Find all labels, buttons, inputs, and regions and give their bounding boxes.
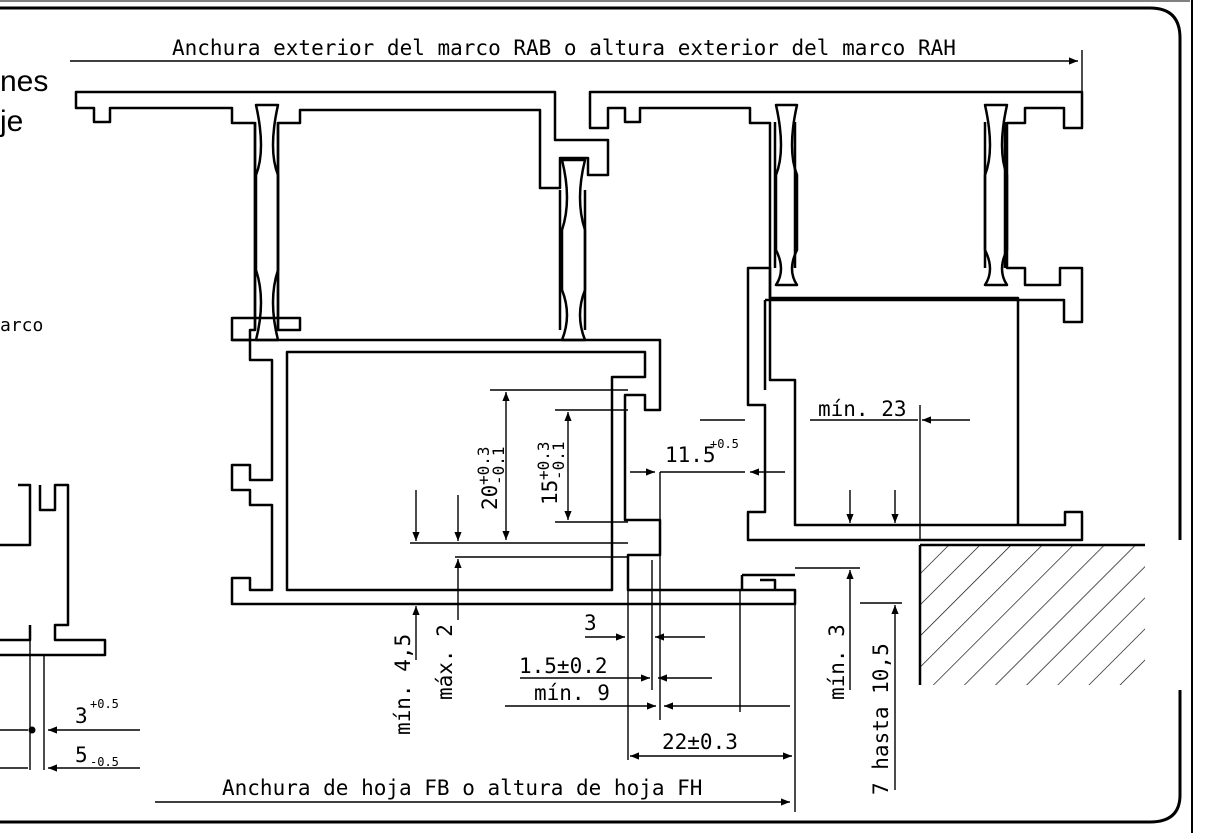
frame-profile-left	[74, 90, 610, 342]
frame-profile-outlines	[0, 90, 1084, 657]
label-7-10-5: 7 hasta 10,5	[869, 643, 893, 795]
frame-profile-right	[588, 90, 1084, 324]
label-min-4-5: mín. 4,5	[391, 634, 415, 735]
frame-profile-left-inner	[253, 122, 587, 330]
insulating-bar-4	[983, 103, 1009, 287]
right-sash-rebate	[763, 298, 1020, 525]
right-sash-profile	[746, 266, 1084, 542]
label-3: 3	[584, 611, 597, 635]
insulating-bar-2	[560, 158, 587, 342]
insulating-bar-1	[254, 103, 280, 342]
reference-point	[28, 726, 36, 734]
label-1-5: 1.5±0.2	[519, 654, 608, 678]
label-11-5-tol: +0.5	[710, 437, 739, 451]
sash-gasket-slot	[740, 573, 795, 590]
label-11-5: 11.5	[665, 443, 716, 467]
label-left-5: 5	[75, 743, 88, 767]
label-20-tol-dn: -0.1	[489, 446, 508, 485]
label-bottom-width: Anchura de hoja FB o altura de hoja FH	[222, 776, 702, 800]
dimension-lines	[0, 50, 1083, 812]
label-min-9: mín. 9	[534, 681, 610, 705]
header-fragment-2: je	[0, 105, 23, 138]
header-fragment-1: nes	[0, 65, 48, 98]
label-15-tol-up: +0.3	[534, 441, 553, 480]
wall-hatch	[920, 545, 1145, 685]
label-22: 22±0.3	[662, 730, 738, 754]
label-15-tol-dn: -0.1	[549, 441, 568, 480]
label-left-3-tol: +0.5	[90, 697, 119, 711]
label-20-tol-up: +0.3	[474, 446, 493, 485]
sash-profile	[230, 338, 797, 606]
drawing-frame	[0, 6, 1182, 824]
label-20: 20	[478, 485, 502, 510]
label-min-3: mín. 3	[825, 624, 849, 700]
label-left-5-tol: -0.5	[90, 755, 119, 769]
label-left-3: 3	[75, 704, 88, 728]
label-min-23: mín. 23	[818, 397, 907, 421]
sash-glass-rebate	[285, 350, 647, 592]
label-15: 15	[538, 480, 562, 505]
side-label: arco	[0, 315, 43, 336]
wall-section	[918, 540, 1186, 690]
label-top-width: Anchura exterior del marco RAB o altura …	[172, 36, 956, 60]
label-max-2: máx. 2	[433, 624, 457, 700]
insulating-bar-3	[774, 103, 799, 287]
partial-profile-left	[0, 483, 107, 657]
frame-profile-right-inner	[773, 122, 1007, 268]
